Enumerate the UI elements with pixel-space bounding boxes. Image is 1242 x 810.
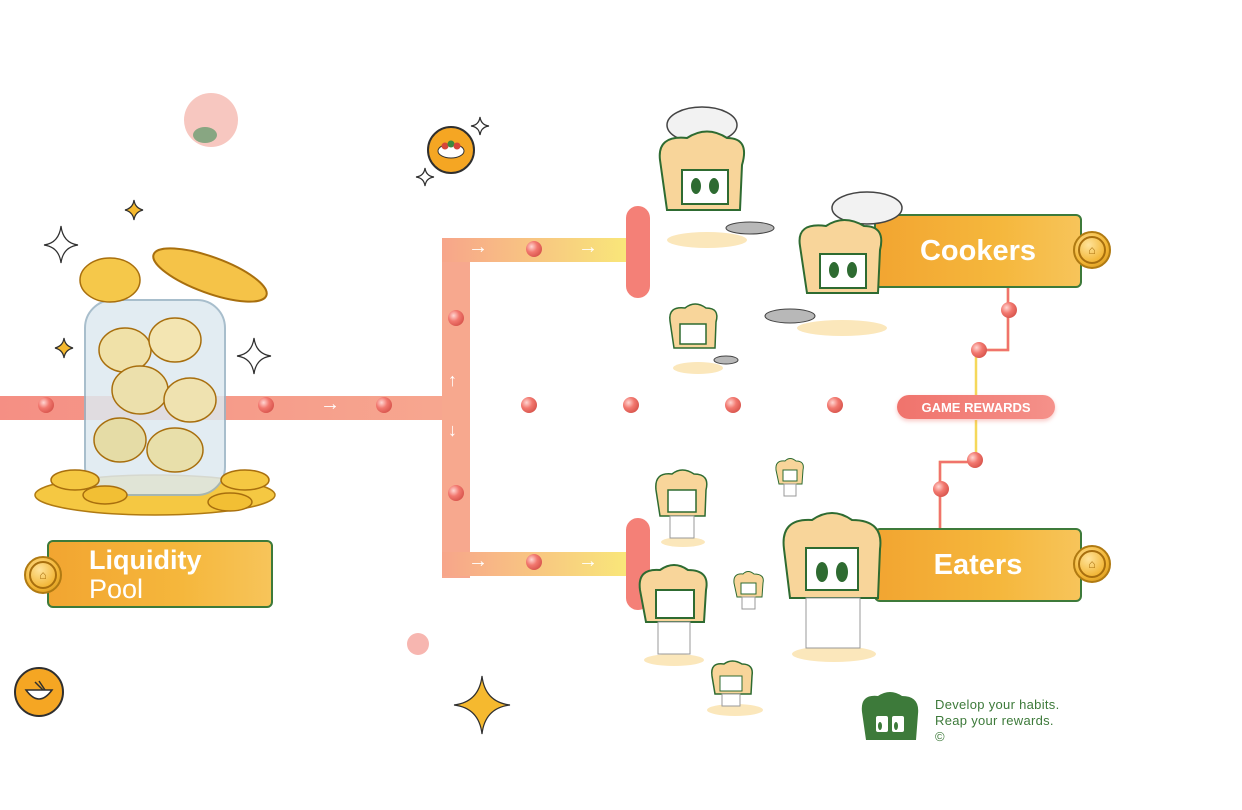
eaters-label-text: Eaters [933, 548, 1023, 581]
rewards-to-cookers-line [974, 285, 1010, 395]
footer-line-1: Develop your habits. [935, 697, 1060, 712]
eater-character [655, 469, 708, 547]
lower-branch [442, 552, 642, 576]
footer-copyright: © [935, 729, 945, 744]
eater-character [638, 564, 708, 666]
eater-character [707, 660, 763, 716]
logo-icon [861, 692, 919, 740]
game-rewards-badge: GAME REWARDS [897, 395, 1055, 419]
sparkle-icon [453, 675, 511, 735]
cooker-character [669, 303, 739, 374]
coin-icon: ⌂ [24, 556, 62, 594]
coin-icon: ⌂ [1073, 545, 1111, 583]
sparkle-icon [470, 116, 490, 136]
liquidity-pool-subtitle: Pool [89, 574, 144, 604]
arrow-right: → [320, 393, 340, 415]
liquidity-pool-title: Liquidity [89, 545, 202, 575]
rewards-to-eaters-line [938, 420, 978, 528]
arrow-right: → [468, 236, 488, 258]
cooker-character [764, 191, 903, 336]
sparkle-icon [54, 337, 74, 359]
sparkle-icon [236, 337, 272, 375]
decor-sphere-small [407, 633, 429, 655]
cookers-label: Cookers [874, 214, 1082, 288]
jar-icon [34, 247, 276, 516]
arrow-down: ↓ [448, 420, 457, 440]
sparkle-icon [124, 199, 144, 221]
eater-character [733, 571, 764, 610]
upper-branch [442, 238, 642, 262]
cooker-character [658, 106, 775, 248]
eaters-label: Eaters [874, 528, 1082, 602]
arrow-up: ↑ [448, 370, 457, 390]
arrow-right: → [578, 550, 598, 572]
bowl-icon [427, 126, 475, 174]
eater-character [775, 458, 804, 497]
trunk-pipe [442, 238, 470, 578]
arrow-right: → [578, 236, 598, 258]
coin-icon: ⌂ [1073, 231, 1111, 269]
noodle-bowl-icon [14, 667, 64, 717]
main-pipe [0, 396, 470, 420]
footer-line-2: Reap your rewards. [935, 713, 1054, 728]
sparkle-icon [43, 225, 79, 264]
liquidity-pool-label: Liquidity Pool [47, 540, 273, 608]
flow-balls [38, 241, 1017, 570]
arrow-right: → [468, 550, 488, 572]
sparkle-icon [415, 167, 435, 187]
eater-character [782, 512, 882, 662]
cookers-label-text: Cookers [919, 234, 1037, 267]
footer-tagline: Develop your habits. Reap your rewards. … [935, 697, 1060, 745]
upper-branch-cap [626, 206, 650, 298]
